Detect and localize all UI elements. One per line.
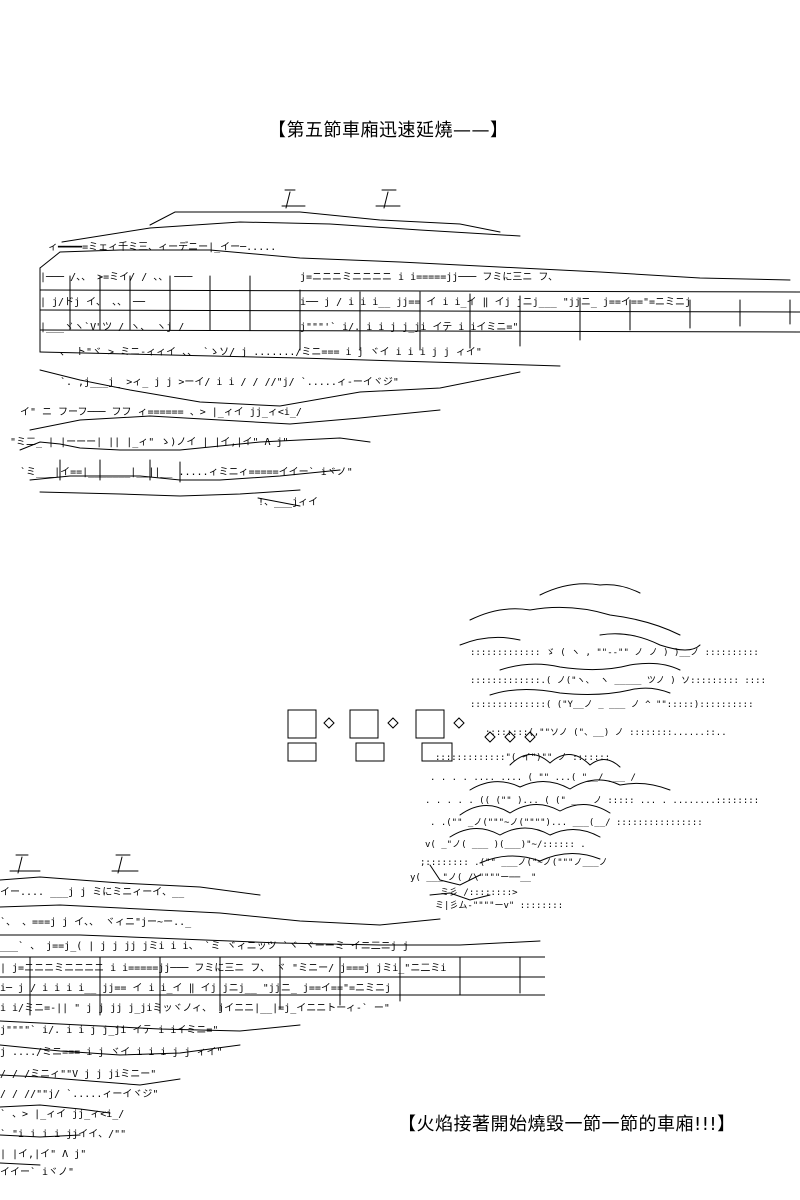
- svg-text:`. ,j___j_ >ィ_ j j >ーイ/ i i /: `. ,j___j_ >ィ_ j j >ーイ/ i i / / //"j/ `.…: [60, 376, 399, 388]
- svg-text:イイー` iヾノ": イイー` iヾノ": [0, 1166, 74, 1178]
- svg-text:/ / /ミニィ""V j j jiミニー": / / /ミニィ""V j j jiミニー": [0, 1069, 156, 1080]
- svg-text:`、 、===j j イ、、 ヾィニ"jー~ー.._: `、 、===j j イ、、 ヾィニ"jー~ー.._: [0, 916, 192, 928]
- svg-text:| |イ,|イ" Λ j": | |イ,|イ" Λ j": [0, 1149, 86, 1160]
- svg-text:|___ヾヽ`V"ツ / ヽ、 ヽj /: |___ヾヽ`V"ツ / ヽ、 ヽj /: [40, 321, 184, 333]
- svg-text::::::::::::::"( イ")"" ノ ::::::: :::::::::::::"( イ")"" ノ :::::::: [435, 753, 610, 763]
- caption-bottom: 【火焰接著開始燒毀一節一節的車廂!!!】: [398, 1114, 736, 1135]
- ascii-art-train-top: ィ━━━━=ミェィ千ミ三、ィーデニー|_イー─..... |─── /、、 >=…: [0, 180, 800, 525]
- svg-text:!、___jィイ: !、___jィイ: [258, 497, 318, 508]
- svg-text:| j=ニニニミニニニニ i i=====jj─── フミ: | j=ニニニミニニニニ i i=====jj─── フミに三ニ フ、 ヾ "ミ…: [0, 962, 446, 974]
- svg-text:::::::::(,""ソノ ("、__) ノ ::::::: ::::::::(,""ソノ ("、__) ノ ::::::::......::…: [485, 728, 727, 738]
- svg-text:::::::::::::::( ("Y__ノ _ ___ ノ: ::::::::::::::( ("Y__ノ _ ___ ノ ^ "":::::…: [470, 700, 754, 710]
- svg-text:ミ|彡ム-""""ーv" ::::::::: ミ|彡ム-""""ーv" ::::::::: [435, 900, 563, 910]
- caption-top: 【第五節車廂迅速延燒——】: [268, 120, 509, 141]
- svg-text:i i/ミニ=-|| " j j jj j_jiミッヾ: i i/ミニ=-|| " j j jj j_jiミッヾノィ、 jイニニ|__|=…: [0, 1002, 390, 1014]
- svg-text:` 、> |_ィイ jj_ィ<i_/: ` 、> |_ィイ jj_ィ<i_/: [0, 1108, 124, 1120]
- svg-text:. .("" _ノ("""~ノ("""")... ___(_: . .("" _ノ("""~ノ("""")... ___(__/ :::::::…: [430, 818, 703, 828]
- svg-text:イー.... ___j j ミにミニィーイ、__: イー.... ___j j ミにミニィーイ、__: [0, 886, 185, 898]
- svg-text:y( ___"ノ( /\""""ー──__": y( ___"ノ( /\""""ー──__": [410, 873, 536, 883]
- svg-text:j""""` i/. i i j j_ji イテ i: j""""` i/. i i j j_ji イテ i iイミニ=": [0, 1024, 218, 1036]
- svg-text:::::::::::::: ゞ ( ヽ , ""--: ::::::::::::: ゞ ( ヽ , ""--"" ノ ノ ) )__ノ …: [470, 648, 759, 658]
- svg-text:/ / //""j/ `.....ィーイヾジ": / / //""j/ `.....ィーイヾジ": [0, 1088, 158, 1100]
- train-bottom-drawing: イー.... ___j j ミにミニィーイ、__ `、 、===j j イ、、 …: [0, 854, 545, 1178]
- svg-text:| j/ドj イ、 、、 ──: | j/ドj イ、 、、 ──: [40, 297, 146, 308]
- ascii-art-fire: ::::::::::::: ゞ ( ヽ , ""--"" ノ ノ ) )__ノ …: [270, 575, 800, 910]
- svg-text:j=ニニニミニニニニ i i=====jj─── フミに三ニ: j=ニニニミニニニニ i i=====jj─── フミに三ニ フ、: [300, 271, 558, 283]
- svg-text:`ミ___|イ==|_______|__||__ .....: `ミ___|イ==|_______|__||__ .....ィミニィ=====イ…: [20, 466, 353, 478]
- svg-text:i─ j / i i i i__ jj== イ i i: i─ j / i i i i__ jj== イ i i_イ ‖ イj jニj__…: [0, 983, 391, 994]
- svg-text:、 ト"ヾ > ミニ-ィィイ 、、 `ゝソ/ j ...: 、 ト"ヾ > ミニ-ィィイ 、、 `ゝソ/ j ......./ミニ=== i…: [60, 346, 482, 358]
- svg-text:"ミ二_ | |ーーー| || |_ィ" ゝ)ノイ |: "ミ二_ | |ーーー| || |_ィ" ゝ)ノイ | |イ,|イ" Λ j": [10, 437, 289, 448]
- svg-text:j ..../ミニ=== i j ヾイ i i i j: j ..../ミニ=== i j ヾイ i i i j j ィイ": [0, 1047, 223, 1058]
- svg-text:` "i i i i jjイイ、/"": ` "i i i i jjイイ、/"": [0, 1128, 126, 1140]
- svg-text:;:::::::: .("" ___ノ("~ノ("""ノ__: ;:::::::: .("" ___ノ("~ノ("""ノ___ノ: [420, 858, 608, 868]
- svg-text:. . . . . (( ("" )... ( (" _: . . . . . (( ("" )... ( (" ___ ノ ::::: .…: [425, 796, 759, 806]
- svg-text:v( _"ノ( ___ )(___)"~/::::::: v( _"ノ( ___ )(___)"~/:::::: .: [425, 840, 586, 850]
- ascii-art-train-bottom: イー.... ___j j ミにミニィーイ、__ `、 、===j j イ、、 …: [0, 845, 545, 1185]
- svg-text::::::::::::::.( ノ("ヽ、 ヽ _____: :::::::::::::.( ノ("ヽ、 ヽ _____ ツノ ) ソ::::…: [470, 676, 766, 686]
- svg-text:イ" ニ フーフ─── フフ ィ====== 、> |_ィイ: イ" ニ フーフ─── フフ ィ====== 、> |_ィイ jj_ィ<i_/: [20, 407, 302, 418]
- svg-text:|─── /、、 >=ミイ/ / 、、 ───: |─── /、、 >=ミイ/ / 、、 ───: [40, 272, 193, 283]
- fire-drawing: ::::::::::::: ゞ ( ヽ , ""--"" ノ ノ ) )__ノ …: [287, 583, 766, 910]
- svg-text:___` 、 j==j_( | j j jj jミ: ___` 、 j==j_( | j j jj jミi i i、 `ミ ヾィニッツ…: [0, 940, 409, 952]
- svg-text:ィ━━━━=ミェィ千ミ三、ィーデニー|_イー─.....: ィ━━━━=ミェィ千ミ三、ィーデニー|_イー─.....: [48, 240, 276, 253]
- svg-text:j"""'` i/. i i j j_ji イテ i: j"""'` i/. i i j j_ji イテ i iイミニ=": [300, 321, 518, 333]
- train-top-drawing: ィ━━━━=ミェィ千ミ三、ィーデニー|_イー─..... |─── /、、 >=…: [10, 189, 800, 508]
- svg-text:. . . . .... .... ( "" ...( "_: . . . . .... .... ( "" ...( "__/ ___ /: [430, 773, 636, 783]
- svg-text:ミ彡 /::::::::>: ミ彡 /::::::::>: [440, 887, 518, 898]
- svg-text:i── j / i i i__ jj== イ i i_イ: i── j / i i i__ jj== イ i i_イ ‖ イj jニj___…: [300, 297, 691, 308]
